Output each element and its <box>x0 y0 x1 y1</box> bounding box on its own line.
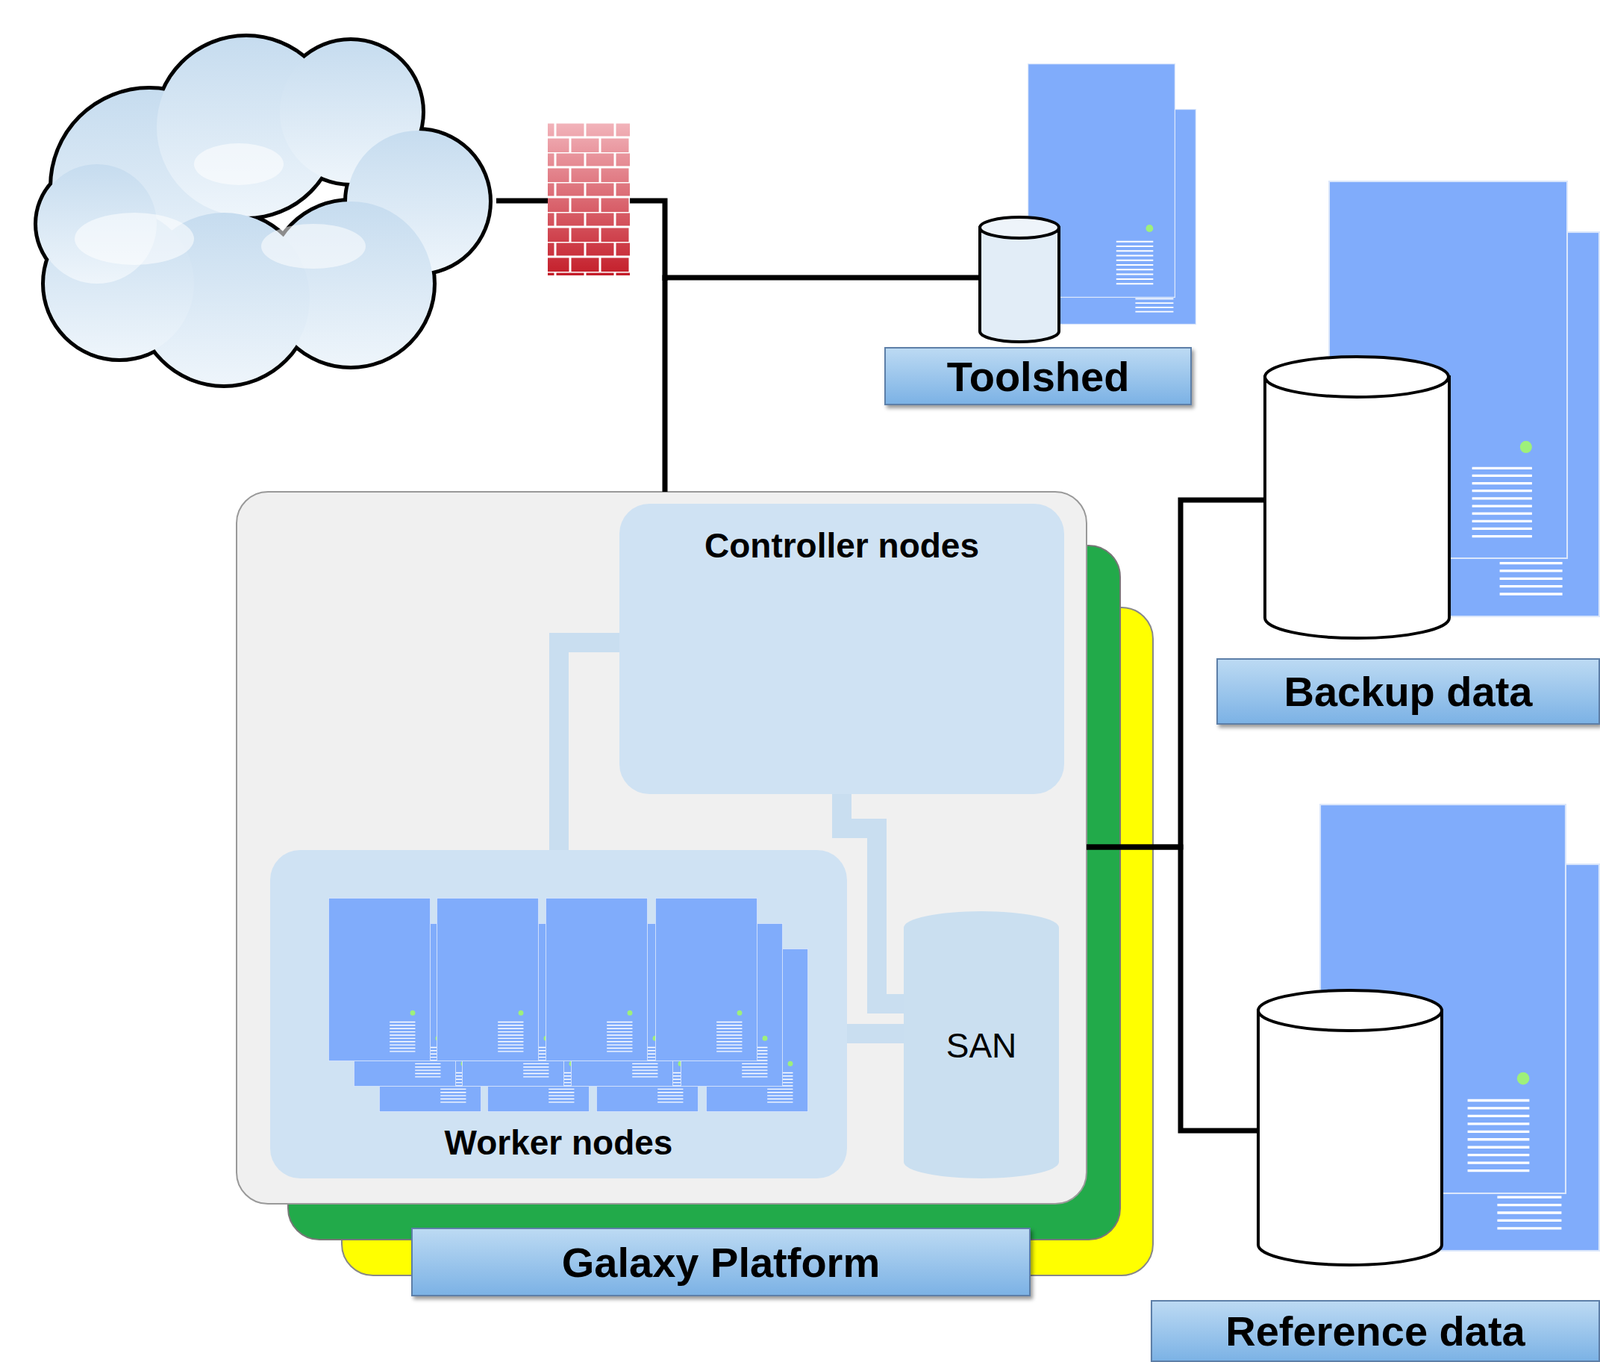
node-label: Galaxy Platform <box>561 1238 880 1287</box>
label-bar: Toolshed <box>884 347 1192 406</box>
panel-title: Worker nodes <box>444 1122 674 1163</box>
san-cylinder: SAN <box>903 911 1059 1179</box>
node-label: Backup data <box>1284 667 1533 716</box>
toolshed-node: Toolshed <box>979 63 1197 406</box>
database-cylinder <box>1258 990 1442 1265</box>
cylinder-shape <box>903 911 1059 1179</box>
node-label: Reference data <box>1225 1306 1526 1356</box>
cloud <box>37 37 489 385</box>
panel-title: Controller nodes <box>704 525 980 566</box>
label-bar: Reference data <box>1150 1300 1600 1362</box>
reference-node: Reference data <box>1258 803 1600 1362</box>
panel-title: SAN <box>946 1025 1018 1066</box>
network-line <box>1086 847 1259 1131</box>
database-cylinder <box>979 217 1059 342</box>
controller-panel: Controller nodes <box>619 503 1065 795</box>
pipe-connector <box>558 642 620 850</box>
pipe-connector <box>841 794 904 1004</box>
platform-layers <box>236 491 1153 1276</box>
database-cylinder <box>1264 356 1450 639</box>
label-bar: Galaxy Platform <box>411 1227 1031 1297</box>
worker-server <box>328 897 809 1112</box>
backup-node: Backup data <box>1264 180 1600 725</box>
node-label: Toolshed <box>947 352 1130 401</box>
worker-panel: Worker nodes <box>270 850 848 1179</box>
firewall <box>547 122 630 276</box>
label-bar: Backup data <box>1216 658 1600 725</box>
pipe-connector <box>847 1023 904 1044</box>
platform-box: Galaxy PlatformController nodesWorker no… <box>236 491 1087 1204</box>
